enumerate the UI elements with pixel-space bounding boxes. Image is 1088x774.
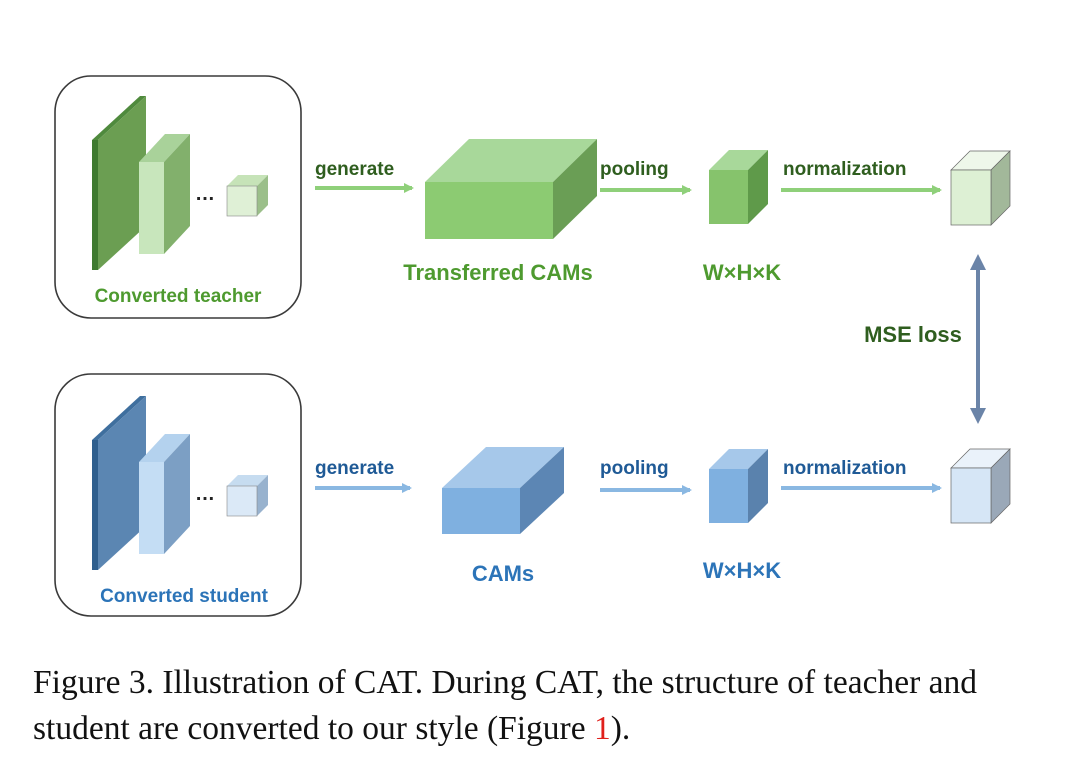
student-normalized-cube (950, 448, 1011, 524)
student-normalization-label: normalization (783, 458, 907, 479)
mse-loss-label: MSE loss (864, 322, 962, 347)
teacher-box-label: Converted teacher (95, 286, 262, 307)
caption-text: Figure 3. Illustration of CAT. During CA… (33, 664, 977, 747)
teacher-generate-label: generate (315, 159, 394, 180)
figure-caption: Figure 3. Illustration of CAT. During CA… (33, 660, 1063, 752)
caption-text-end: ). (610, 710, 631, 747)
teacher-layer-3 (226, 175, 268, 217)
teacher-layer-2 (139, 134, 190, 254)
cams-label: CAMs (472, 561, 534, 586)
teacher-normalized-cube (950, 150, 1011, 226)
student-box-label: Converted student (100, 586, 269, 607)
teacher-network-box: … Converted teacher (54, 75, 302, 319)
student-layer-2 (139, 434, 190, 554)
teacher-normalization-label: normalization (783, 159, 907, 180)
transferred-cams-block (425, 139, 597, 239)
student-dots: … (195, 483, 215, 505)
cat-diagram: … Converted teacher generate Transferred… (54, 75, 1011, 617)
transferred-cams-label: Transferred CAMs (403, 260, 593, 285)
student-pooled-dims: W×H×K (703, 558, 781, 583)
teacher-pooled-dims: W×H×K (703, 260, 781, 285)
teacher-dots: … (195, 183, 215, 205)
student-pooling-label: pooling (600, 458, 669, 479)
teacher-pooling-label: pooling (600, 159, 669, 180)
cams-block (442, 447, 564, 534)
mse-loss-arrow (970, 254, 986, 424)
student-layer-3 (226, 475, 268, 517)
figure-reference-link[interactable]: 1 (593, 710, 611, 747)
student-pooled-cube (709, 449, 768, 523)
student-network-box: … Converted student (54, 373, 302, 617)
teacher-layer-1 (92, 96, 146, 270)
teacher-pooled-cube (709, 150, 768, 224)
student-generate-label: generate (315, 458, 394, 479)
student-layer-1 (92, 396, 146, 570)
